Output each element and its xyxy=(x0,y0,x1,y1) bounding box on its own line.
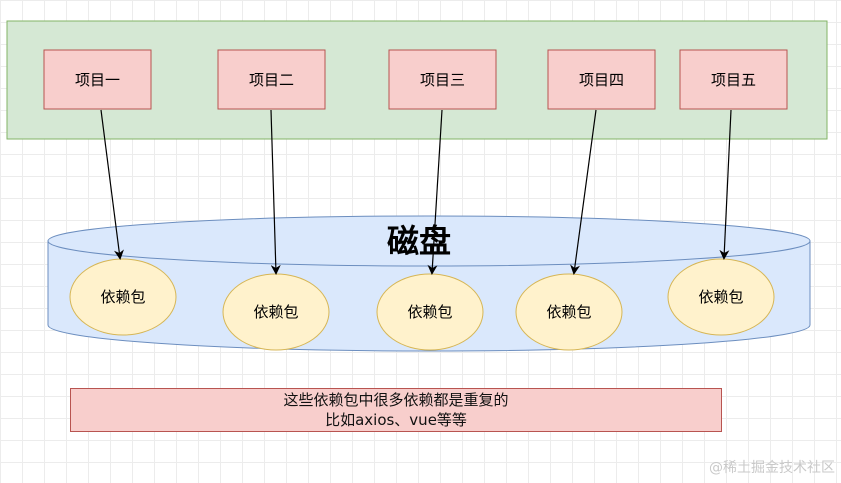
package-label: 依赖包 xyxy=(253,303,298,321)
project-node-5[interactable]: 项目五 xyxy=(679,49,788,110)
project-node-4[interactable]: 项目四 xyxy=(547,49,656,110)
arrow-project-1-to-package-1 xyxy=(100,109,124,260)
package-label: 依赖包 xyxy=(100,288,145,306)
project-node-3[interactable]: 项目三 xyxy=(388,49,497,110)
project-label: 项目五 xyxy=(711,71,756,89)
note-line-2: 比如axios、vue等等 xyxy=(325,411,467,429)
package-node-1[interactable]: 依赖包 xyxy=(69,258,177,336)
package-label: 依赖包 xyxy=(546,303,591,321)
note-box: 这些依赖包中很多依赖都是重复的 比如axios、vue等等 xyxy=(70,388,722,432)
package-node-4[interactable]: 依赖包 xyxy=(515,273,623,351)
package-label: 依赖包 xyxy=(407,303,452,321)
package-node-2[interactable]: 依赖包 xyxy=(222,273,330,351)
package-node-5[interactable]: 依赖包 xyxy=(667,258,775,336)
watermark: @稀土掘金技术社区 xyxy=(709,460,835,476)
arrow-project-2-to-package-2 xyxy=(270,109,281,275)
arrow-project-3-to-package-3 xyxy=(427,109,443,275)
project-label: 项目一 xyxy=(75,71,120,89)
package-node-3[interactable]: 依赖包 xyxy=(376,273,484,351)
project-node-2[interactable]: 项目二 xyxy=(217,49,326,110)
arrow-project-4-to-package-4 xyxy=(570,109,597,275)
disk-label: 磁盘 xyxy=(387,222,451,260)
project-label: 项目二 xyxy=(249,71,294,89)
project-label: 项目四 xyxy=(579,71,624,89)
project-label: 项目三 xyxy=(420,71,465,89)
project-node-1[interactable]: 项目一 xyxy=(43,49,152,110)
package-label: 依赖包 xyxy=(698,288,743,306)
arrow-project-5-to-package-5 xyxy=(719,109,732,260)
note-line-1: 这些依赖包中很多依赖都是重复的 xyxy=(283,391,509,409)
